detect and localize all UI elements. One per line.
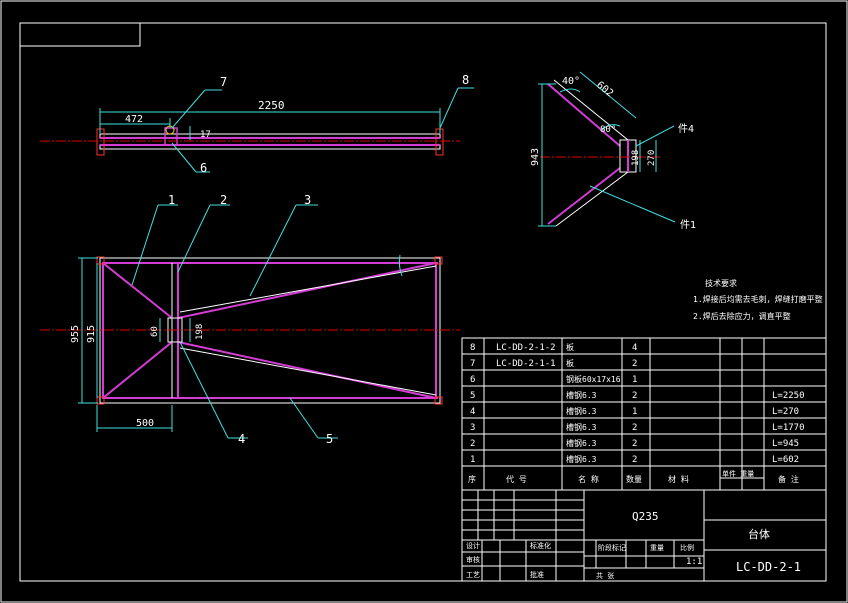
dim-60: 60 bbox=[150, 326, 160, 337]
top-view bbox=[40, 87, 474, 173]
tb-label-standard: 标准化 bbox=[530, 541, 551, 550]
tech-req-heading: 技术要求 bbox=[705, 278, 737, 288]
bom-row: 1 槽钢6.3 2 L=602 bbox=[470, 454, 799, 465]
bom-header: 序 代 号 名 称 数量 材 料 单件 重量 备 注 bbox=[468, 469, 799, 484]
callout-1: 1 bbox=[168, 193, 175, 207]
bom-rows: 8 LC-DD-2-1-2 板 4 7 LC-DD-2-1-1 板 2 6 钢板… bbox=[470, 342, 805, 465]
bom-name: 槽钢6.3 bbox=[566, 438, 597, 448]
tb-label-process: 工艺 bbox=[466, 571, 480, 579]
dim-915: 915 bbox=[86, 325, 97, 343]
tb-label-sheets: 共 张 bbox=[596, 571, 614, 580]
bom-qty: 1 bbox=[632, 375, 637, 385]
bom-name: 槽钢6.3 bbox=[566, 406, 597, 416]
bom-row: 7 LC-DD-2-1-1 板 2 bbox=[470, 358, 637, 369]
bom-header-code: 代 号 bbox=[506, 474, 527, 484]
callout-8: 8 bbox=[462, 73, 469, 87]
bom-header-note: 备 注 bbox=[778, 474, 799, 484]
tech-req-line2: 2.焊后去除应力，调直平整 bbox=[693, 311, 791, 321]
bom-row: 3 槽钢6.3 2 L=1770 bbox=[470, 422, 805, 433]
bom-no: 4 bbox=[470, 407, 475, 417]
bom-header-weight: 单件 重量 bbox=[722, 469, 754, 478]
bom-note: L=270 bbox=[772, 407, 799, 417]
bom-qty: 2 bbox=[632, 423, 637, 433]
bom-header-name: 名 称 bbox=[578, 474, 599, 484]
plan-view bbox=[40, 204, 460, 439]
dim-198-side: 198 bbox=[631, 150, 641, 166]
dim-943: 943 bbox=[530, 148, 541, 166]
bom-qty: 2 bbox=[632, 391, 637, 401]
bom-qty: 2 bbox=[632, 455, 637, 465]
bom-name: 钢板60x17x16 bbox=[566, 374, 621, 384]
bom-no: 5 bbox=[470, 391, 475, 401]
tb-label-stage: 阶段标记 bbox=[598, 543, 626, 552]
bom-name: 板 bbox=[566, 342, 574, 352]
label-part1: 件1 bbox=[680, 219, 696, 231]
bom-qty: 1 bbox=[632, 407, 637, 417]
callout-4: 4 bbox=[238, 432, 245, 446]
bom-header-material: 材 料 bbox=[668, 474, 689, 484]
bom-qty: 2 bbox=[632, 359, 637, 369]
bom-name: 槽钢6.3 bbox=[566, 454, 597, 464]
bom-row: 5 槽钢6.3 2 L=2250 bbox=[470, 390, 805, 401]
dim-17: 17 bbox=[200, 130, 211, 140]
callout-7: 7 bbox=[220, 75, 227, 89]
side-view bbox=[538, 71, 676, 227]
bom-note: L=1770 bbox=[772, 423, 805, 433]
callout-6: 6 bbox=[200, 161, 207, 175]
bom-header-qty: 数量 bbox=[626, 474, 642, 484]
dim-472: 472 bbox=[125, 114, 143, 125]
tb-label-review: 审核 bbox=[466, 555, 480, 564]
drawing-number: LC-DD-2-1 bbox=[736, 560, 801, 574]
bom-row: 4 槽钢6.3 1 L=270 bbox=[470, 406, 799, 417]
bom-qty: 2 bbox=[632, 439, 637, 449]
dim-955: 955 bbox=[70, 325, 81, 343]
dim-270: 270 bbox=[647, 150, 657, 166]
material: Q235 bbox=[632, 510, 659, 523]
bom-note: L=945 bbox=[772, 439, 799, 449]
angle-80: 80° bbox=[600, 125, 616, 135]
callout-3: 3 bbox=[304, 193, 311, 207]
tb-label-weight: 重量 bbox=[650, 544, 664, 552]
part-name: 台体 bbox=[748, 527, 770, 541]
bom-row: 6 钢板60x17x16 1 bbox=[470, 374, 637, 385]
title-block-grid bbox=[461, 489, 827, 582]
bom-no: 1 bbox=[470, 455, 475, 465]
tb-label-approve: 批准 bbox=[530, 570, 544, 579]
bom-code: LC-DD-2-1-1 bbox=[496, 359, 556, 369]
dim-2250: 2250 bbox=[258, 99, 285, 112]
callout-5: 5 bbox=[326, 432, 333, 446]
bom-no: 2 bbox=[470, 439, 475, 449]
bom-no: 6 bbox=[470, 375, 475, 385]
dim-602: 602 bbox=[594, 80, 615, 100]
bom-code: LC-DD-2-1-2 bbox=[496, 343, 556, 353]
bom-name: 槽钢6.3 bbox=[566, 422, 597, 432]
bom-no: 7 bbox=[470, 359, 475, 369]
scale-value: 1:1 bbox=[686, 557, 702, 567]
tech-req-line1: 1.焊接后均需去毛刺，焊缝打磨平整 bbox=[693, 294, 823, 304]
drawing-frame bbox=[19, 22, 827, 582]
dim-500: 500 bbox=[136, 418, 154, 429]
bom-no: 3 bbox=[470, 423, 475, 433]
bom-table-grid bbox=[461, 337, 827, 491]
dim-198-plan: 198 bbox=[195, 324, 205, 340]
code-box bbox=[19, 22, 141, 47]
bom-row: 8 LC-DD-2-1-2 板 4 bbox=[470, 342, 637, 353]
bom-name: 槽钢6.3 bbox=[566, 390, 597, 400]
bom-note: L=2250 bbox=[772, 391, 805, 401]
tb-label-design: 设计 bbox=[466, 541, 480, 550]
label-part4: 件4 bbox=[678, 123, 694, 135]
bom-name: 板 bbox=[566, 358, 574, 368]
bom-qty: 4 bbox=[632, 343, 637, 353]
callout-2: 2 bbox=[220, 193, 227, 207]
tb-label-scale: 比例 bbox=[680, 543, 694, 552]
bom-no: 8 bbox=[470, 343, 475, 353]
bom-row: 2 槽钢6.3 2 L=945 bbox=[470, 438, 799, 449]
bom-header-no: 序 bbox=[468, 474, 476, 484]
bom-note: L=602 bbox=[772, 455, 799, 465]
angle-40: 40° bbox=[562, 76, 580, 87]
